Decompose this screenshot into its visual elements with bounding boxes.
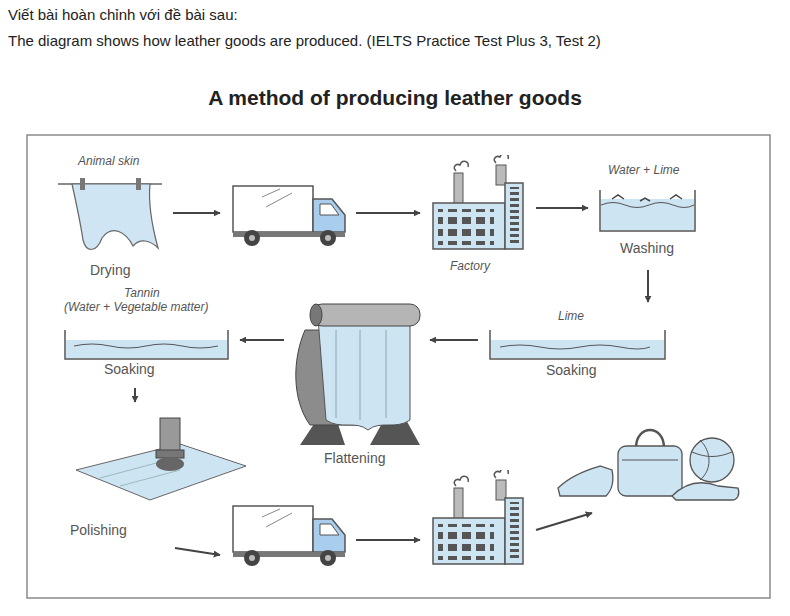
flow-arrow bbox=[356, 539, 420, 541]
stage-label: Drying bbox=[90, 262, 130, 278]
flow-arrow bbox=[356, 212, 420, 214]
flattening-stage: Flattening bbox=[292, 298, 422, 468]
polishing-illustration bbox=[76, 418, 246, 500]
instruction-text: The diagram shows how leather goods are … bbox=[8, 32, 601, 49]
material-label: (Water + Vegetable matter) bbox=[64, 301, 208, 315]
flow-arrow bbox=[173, 212, 220, 214]
drying-stage: Animal skinDrying bbox=[55, 155, 165, 280]
lime-soaking-stage: LimeSoaking bbox=[486, 310, 668, 380]
factory-stage: Factory bbox=[428, 152, 528, 280]
drying-illustration bbox=[58, 178, 162, 250]
stage-label: Polishing bbox=[70, 522, 127, 538]
washing-stage: Water + LimeWashing bbox=[596, 164, 700, 262]
diagram-frame bbox=[27, 135, 770, 598]
lime-tank bbox=[490, 330, 665, 359]
truck-stage bbox=[228, 183, 348, 248]
material-label: Animal skin bbox=[78, 155, 139, 169]
material-label: Factory bbox=[450, 260, 490, 274]
material-label: Tannin bbox=[124, 287, 160, 301]
truck-stage bbox=[228, 505, 348, 570]
flow-arrow bbox=[430, 339, 478, 341]
flattening-machine bbox=[296, 304, 420, 445]
flow-arrow bbox=[536, 513, 592, 530]
flow-arrow bbox=[134, 388, 136, 402]
truck-illustration bbox=[233, 186, 345, 246]
factory-illustration bbox=[433, 153, 523, 249]
polishing-stage: Polishing bbox=[60, 410, 250, 540]
material-label: Water + Lime bbox=[608, 164, 679, 178]
stage-label: Washing bbox=[620, 240, 674, 256]
factory-stage bbox=[428, 468, 528, 568]
washing-tank bbox=[600, 190, 695, 231]
material-label: Lime bbox=[558, 310, 584, 324]
flow-arrow bbox=[240, 339, 284, 341]
instruction-text: Viết bài hoàn chỉnh với đề bài sau: bbox=[8, 6, 238, 23]
flow-arrow bbox=[175, 548, 220, 555]
tannin-tank bbox=[65, 330, 228, 359]
diagram-title: A method of producing leather goods bbox=[0, 86, 790, 110]
truck-illustration bbox=[233, 506, 345, 566]
stage-label: Soaking bbox=[546, 362, 597, 378]
tannin-soaking-stage: Tannin(Water + Vegetable matter) Soaking bbox=[60, 287, 232, 380]
factory-illustration bbox=[433, 468, 523, 564]
stage-label: Flattening bbox=[324, 450, 385, 466]
products-stage bbox=[550, 420, 745, 505]
flow-arrow bbox=[647, 270, 649, 302]
leather-products bbox=[558, 430, 739, 500]
stage-label: Soaking bbox=[104, 361, 155, 377]
flow-arrow bbox=[536, 207, 588, 209]
